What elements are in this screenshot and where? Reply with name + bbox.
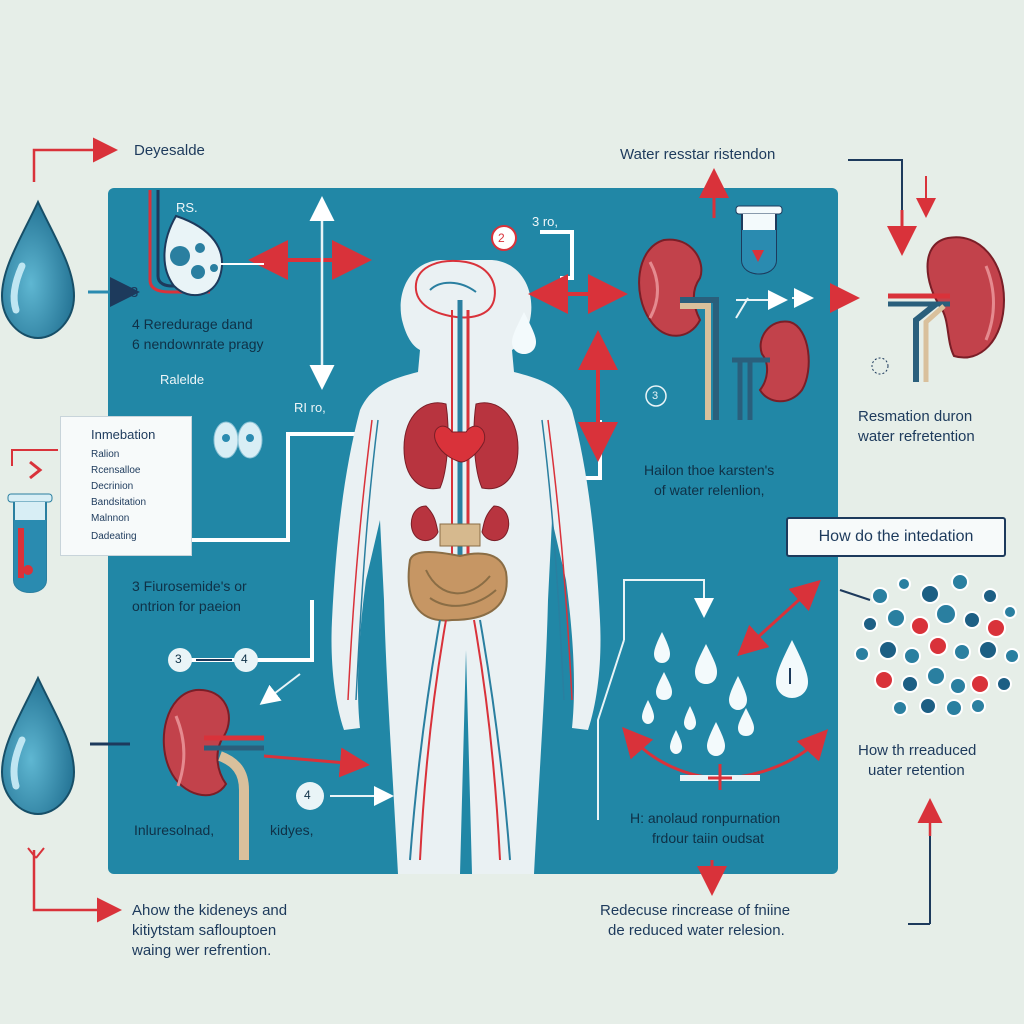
water-droplets-cluster: [642, 632, 808, 756]
tag-label: 3 ro,: [532, 214, 559, 229]
label-small: RS.: [176, 200, 198, 215]
blood-cell-cluster: [854, 573, 1020, 717]
label-num: 3: [130, 284, 139, 301]
flow-arrow: [32, 137, 118, 182]
step-number: 4: [304, 788, 311, 802]
caption-far-right: How th rreaduced: [858, 742, 977, 759]
kidney-icon-middle: [732, 320, 810, 420]
panel-text-line: Ralelde: [160, 372, 205, 387]
caption-line: of water relenlion,: [654, 482, 765, 498]
step-badge-2: [491, 225, 517, 251]
legend-item: Decrinion: [91, 481, 134, 492]
caption-line: 3 Fiurosemide's or: [132, 578, 247, 594]
small-drop-pair-icon: [213, 421, 263, 459]
cell-sac-icon: [148, 190, 223, 296]
panel-text-line: 4 Reredurage dand: [132, 316, 253, 332]
tag-label: RI ro,: [294, 400, 326, 415]
test-tube-icon-small: [735, 205, 783, 275]
caption-line: Hailon thoe karsten's: [644, 462, 775, 478]
caption-bottom-left: waing wer refrention.: [132, 942, 272, 959]
legend-item: Malnnon: [91, 513, 130, 524]
step-badge-2-label: 2: [498, 231, 505, 245]
caption-line: ontrion for paeion: [132, 598, 241, 614]
panel-text-line: 6 nendownrate pragy: [132, 336, 264, 352]
legend-box: Inmebation Ralion Rcensalloe Decrinion B…: [60, 416, 192, 556]
caption-bottom-left: Ahow the kideneys and: [132, 902, 288, 919]
caption-far-right: water refretention: [858, 428, 975, 445]
caption-line: H: anolaud ronpurnation: [630, 810, 781, 826]
kidney-icon-lower-left: [162, 688, 264, 860]
caption-line: Inluresolnad,: [134, 822, 215, 838]
callout-box: How do the intedation: [786, 517, 1006, 557]
caption-line: kidyes,: [270, 822, 314, 838]
test-tube-icon: [7, 493, 53, 593]
label-top-left: Deyesalde: [134, 142, 205, 159]
kidney-icon-far-right: [888, 236, 1006, 382]
caption-far-right: Resmation duron: [858, 408, 973, 425]
legend-item: Ralion: [91, 449, 120, 460]
kidney-icon-top: [638, 238, 719, 420]
water-drop-icon-top: [0, 199, 76, 340]
human-body-figure: [331, 260, 601, 874]
legend-item: Bandsitation: [91, 497, 147, 508]
flow-arrow: [11, 449, 58, 466]
legend-title: Inmebation: [91, 427, 156, 442]
water-drop-icon-bottom: [0, 675, 76, 816]
caption-far-right: uater retention: [868, 762, 965, 779]
step-number: 3: [175, 652, 182, 666]
legend-item: Dadeating: [91, 531, 137, 542]
label-top-right: Water resstar ristendon: [620, 146, 776, 163]
legend-item: Rcensalloe: [91, 465, 141, 476]
step-number: 4: [241, 652, 248, 666]
caption-bottom-mid: de reduced water relesion.: [608, 922, 785, 939]
caption-bottom-left: kitiytstam saflouptoen: [132, 922, 277, 939]
caption-bottom-mid: Redecuse rincrease of fniine: [600, 902, 791, 919]
circle-num: 3: [652, 390, 659, 402]
caption-line: frdour taiin oudsat: [652, 830, 765, 846]
flow-arrow: [32, 850, 122, 923]
